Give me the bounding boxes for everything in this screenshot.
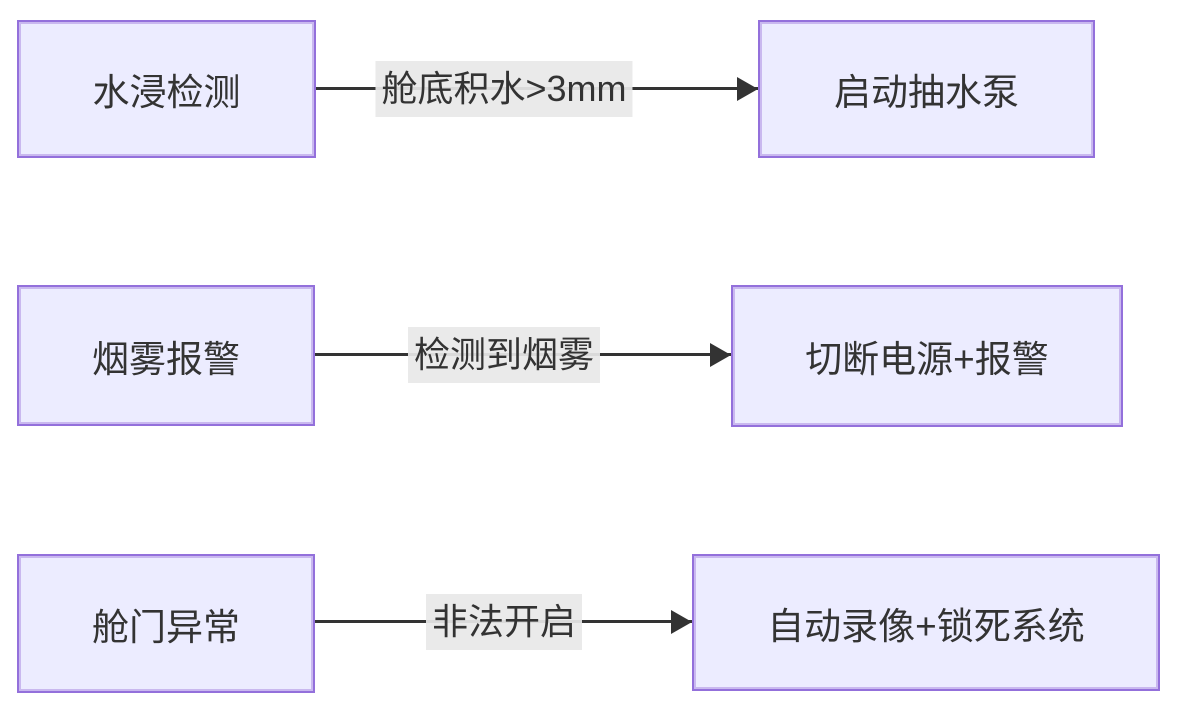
node-record-lock-system: 自动录像+锁死系统: [692, 554, 1160, 691]
node-label: 切断电源+报警: [805, 339, 1049, 380]
edge-condition-label: 舱底积水>3mm: [375, 61, 633, 117]
node-label: 烟雾报警: [92, 338, 240, 380]
node-start-pump: 启动抽水泵: [758, 20, 1095, 158]
node-door-anomaly: 舱门异常: [17, 554, 315, 693]
arrowhead-icon: [710, 343, 731, 367]
node-label: 自动录像+锁死系统: [767, 605, 1085, 647]
node-label: 舱门异常: [92, 606, 240, 648]
node-cut-power-alarm: 切断电源+报警: [731, 285, 1123, 427]
node-label: 水浸检测: [92, 72, 241, 113]
edge-condition-label: 非法开启: [425, 594, 583, 650]
arrowhead-icon: [737, 77, 758, 101]
node-smoke-alarm: 烟雾报警: [17, 285, 315, 426]
node-label: 启动抽水泵: [834, 72, 1019, 113]
arrowhead-icon: [671, 610, 692, 634]
edge-condition-label: 检测到烟雾: [407, 327, 601, 383]
node-water-leak-detection: 水浸检测: [17, 20, 316, 158]
